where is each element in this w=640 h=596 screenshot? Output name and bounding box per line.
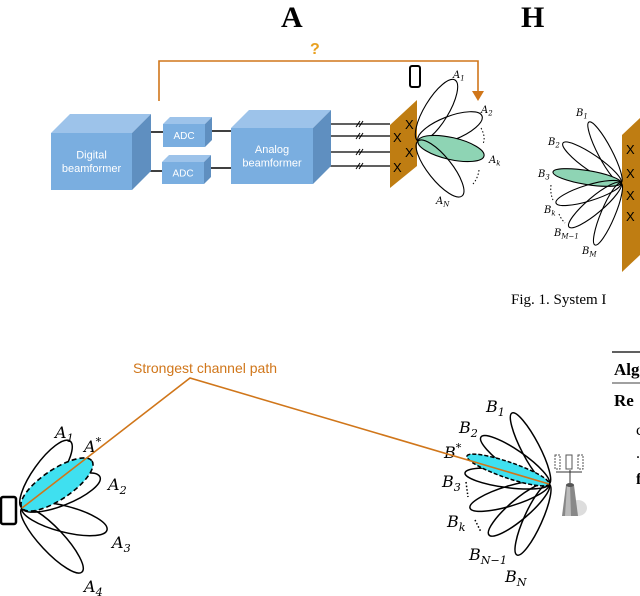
cube-front — [163, 124, 205, 147]
beam-label: A2 — [480, 105, 493, 118]
beam-lobe — [592, 182, 624, 246]
digital-beamformer-block: Digital beamformer — [51, 114, 151, 190]
antenna-element-icon: X — [626, 166, 635, 181]
arrow-head-icon — [472, 91, 484, 101]
antenna-element-icon: X — [405, 117, 414, 132]
ellipsis-dots — [472, 169, 480, 185]
beam-label: B1 — [575, 108, 588, 121]
beam-label: A* — [82, 436, 102, 456]
algorithm-header: Alg — [614, 360, 640, 379]
beam-label: Ak — [488, 155, 500, 168]
beam-label: B3 — [537, 169, 550, 182]
strongest-path-line — [21, 377, 550, 509]
ellipsis-dots — [480, 127, 485, 145]
block-label: beamformer — [242, 158, 302, 170]
beam-label: A2 — [106, 475, 127, 497]
cube-side — [313, 110, 331, 184]
beam-label: B2 — [547, 137, 560, 150]
cube-top — [163, 117, 212, 124]
adc-block: ADC — [162, 155, 211, 184]
panel-title-h: H — [521, 1, 544, 34]
beam-lobe — [514, 483, 552, 556]
cube-side — [132, 114, 151, 190]
hash-mark — [358, 132, 364, 140]
beam-lobe — [19, 506, 85, 574]
base-station-icon — [554, 454, 587, 516]
block-label: beamformer — [62, 163, 122, 175]
feedback-arrow — [158, 60, 479, 101]
algorithm-line: f — [636, 471, 640, 488]
beam-label: A3 — [110, 533, 131, 555]
hash-mark — [358, 162, 364, 170]
beam-label: B* — [443, 442, 462, 462]
block-label: ADC — [172, 169, 193, 180]
antenna-element-icon: X — [626, 188, 635, 203]
beam-label: A1 — [53, 423, 74, 445]
antenna-element-icon: X — [626, 142, 635, 157]
block-label: Digital — [76, 149, 107, 161]
hash-mark — [355, 148, 361, 156]
phone-icon — [409, 65, 421, 88]
beam-label: A4 — [82, 577, 103, 596]
beam-label: Bk — [446, 512, 466, 534]
cube-top — [162, 155, 211, 162]
beam-label: AN — [435, 196, 450, 209]
ellipsis-dots — [465, 481, 469, 498]
question-mark: ? — [310, 41, 320, 58]
ellipsis-dots — [550, 184, 554, 201]
beam-label: BN−1 — [468, 545, 507, 567]
figure-caption: Fig. 1. System I — [511, 292, 606, 308]
cube-side — [204, 155, 211, 184]
beam-label: B1 — [485, 397, 505, 419]
beam-lobe — [417, 134, 485, 163]
beam-label: BN — [504, 567, 528, 589]
cube-side — [205, 117, 212, 147]
block-label: Analog — [255, 144, 289, 156]
algorithm-require: Re — [614, 391, 634, 410]
antenna-element-icon: X — [393, 160, 402, 175]
hash-mark — [355, 120, 361, 128]
cube-top — [51, 114, 151, 133]
hash-mark — [355, 162, 361, 170]
hash-mark — [355, 132, 361, 140]
beam-label: B2 — [458, 418, 478, 440]
antenna-array-panel — [622, 118, 640, 272]
cube-front — [51, 133, 132, 190]
beam-label: BM — [581, 246, 597, 259]
selected-beam-lobe — [20, 457, 94, 512]
algorithm-line: c — [636, 422, 640, 439]
cube-front — [231, 128, 313, 184]
block-label: ADC — [173, 131, 194, 142]
ellipsis-dots — [474, 519, 482, 533]
antenna-array-panel — [390, 100, 417, 188]
analog-beamformer-block: Analog beamformer — [231, 110, 331, 184]
phone-icon — [0, 495, 18, 526]
algorithm-line: . — [636, 445, 640, 462]
beam-label: A1 — [452, 70, 465, 83]
cube-top — [231, 110, 331, 128]
panel-title-a: A — [281, 1, 303, 34]
beam-label: Bk — [543, 205, 556, 218]
beam-lobe — [415, 139, 465, 198]
hash-mark — [358, 120, 364, 128]
selected-beam-lobe — [466, 453, 550, 487]
antenna-element-icon: X — [626, 209, 635, 224]
path-label: Strongest channel path — [133, 360, 277, 376]
antenna-element-icon: X — [393, 130, 402, 145]
beam-label: BM−1 — [553, 228, 579, 241]
antenna-element-icon: X — [405, 145, 414, 160]
ellipsis-dots — [558, 213, 566, 224]
beam-label: B3 — [441, 472, 461, 494]
adc-block: ADC — [163, 117, 212, 147]
hash-mark — [358, 148, 364, 156]
cube-front — [162, 162, 204, 184]
